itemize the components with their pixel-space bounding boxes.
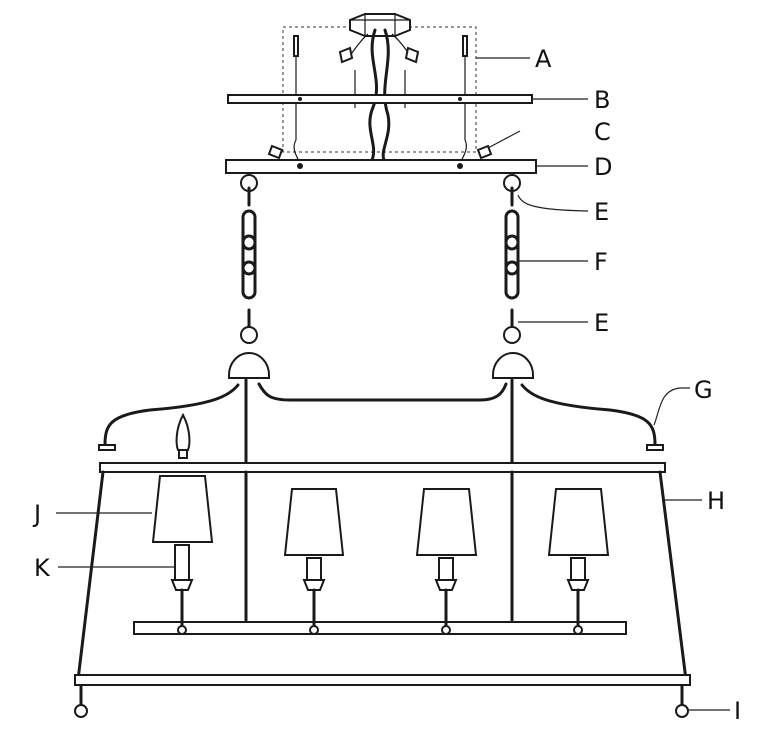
label-e-lower: E bbox=[594, 309, 609, 337]
label-a: A bbox=[535, 45, 552, 73]
label-j: J bbox=[32, 500, 41, 528]
shade-2 bbox=[283, 488, 345, 635]
label-i: I bbox=[734, 697, 741, 725]
crossbar-plate bbox=[227, 94, 533, 104]
label-c: C bbox=[594, 118, 611, 146]
shade-4 bbox=[547, 488, 610, 635]
label-k: K bbox=[34, 554, 51, 582]
dome-right bbox=[492, 352, 534, 379]
label-b: B bbox=[594, 86, 610, 114]
leader-lines bbox=[56, 57, 730, 711]
shade-1 bbox=[151, 475, 214, 635]
canopy-wiring-detail bbox=[282, 13, 477, 166]
cage-frame bbox=[74, 462, 691, 686]
shade-3 bbox=[415, 488, 478, 635]
mounting-screws bbox=[267, 144, 493, 160]
label-g: G bbox=[694, 376, 713, 404]
top-frame-arms bbox=[98, 378, 664, 467]
dome-left bbox=[228, 352, 270, 379]
bulb-icon bbox=[175, 412, 191, 459]
label-e-upper: E bbox=[594, 198, 609, 226]
finials bbox=[74, 684, 689, 718]
canopy-plate bbox=[225, 159, 537, 174]
label-d: D bbox=[594, 153, 612, 181]
lamp-bar bbox=[133, 621, 627, 635]
label-f: F bbox=[594, 248, 608, 276]
chain-right bbox=[503, 174, 521, 344]
chain-left bbox=[240, 174, 258, 344]
label-h: H bbox=[707, 487, 725, 515]
